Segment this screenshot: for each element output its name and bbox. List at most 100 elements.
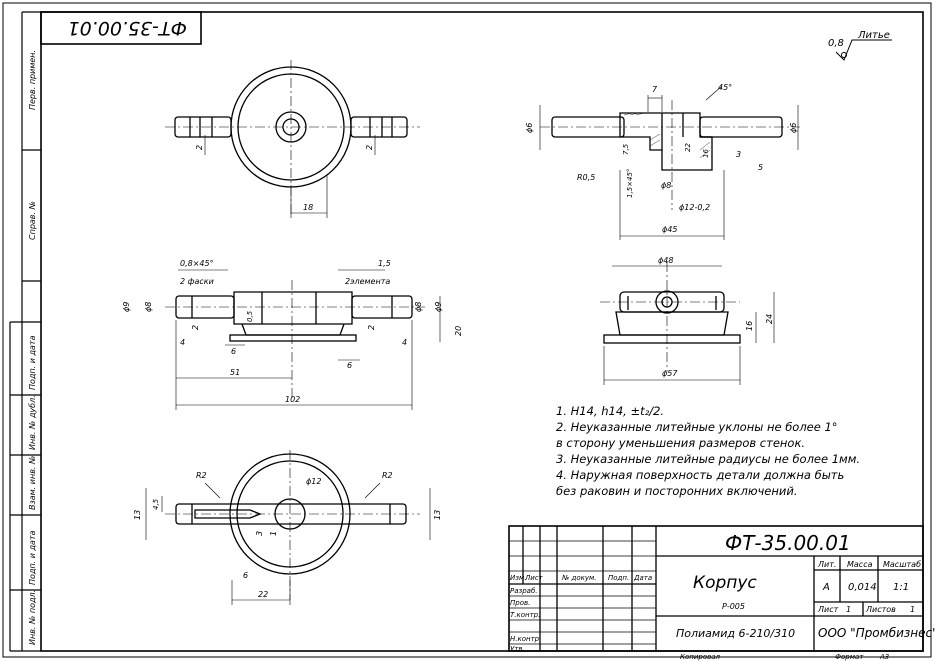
sec-d6l: ϕ6 — [525, 123, 534, 133]
fr-ch-note: 2 фаски — [180, 277, 214, 286]
fr-d2r: 2 — [367, 325, 376, 330]
side-label-perv: Перв. примен. — [28, 50, 37, 110]
tb-code: Р-005 — [722, 602, 745, 611]
sec-r05: R0,5 — [577, 173, 595, 182]
tb-col-date: Дата — [633, 574, 652, 582]
note-line: 2. Неуказанные литейные уклоны не более … — [556, 420, 838, 434]
tb-sheet-label: Лист — [817, 605, 839, 614]
side-label-sprav: Справ. № — [28, 201, 37, 240]
sec-d6r: ϕ6 — [789, 123, 798, 133]
inner-frame — [40, 11, 924, 652]
tb-sheet-value: 1 — [846, 605, 851, 614]
fr-d8r: ϕ8 — [414, 302, 423, 312]
bv-d6: 6 — [243, 571, 248, 580]
bv-d22: 22 — [258, 590, 268, 599]
sec-d45: ϕ45 — [662, 225, 677, 234]
fr-d51: 51 — [230, 368, 240, 377]
tb-col-list: Лист — [524, 574, 544, 582]
tb-row-nkontr: Н.контр. — [510, 635, 541, 643]
tv-d2b: 2 — [365, 145, 374, 150]
fr-d9l: ϕ9 — [122, 302, 131, 312]
fr-d05: 0,5 — [246, 310, 254, 322]
bv-d45: 4,5 — [152, 498, 160, 510]
note-line: 1. H14, h14, ±t₂/2. — [556, 404, 665, 418]
bv-r2l: R2 — [196, 471, 207, 480]
tb-format-value: А3 — [879, 653, 889, 661]
bv-d3: 3 — [255, 531, 264, 536]
fr-d8l: ϕ8 — [144, 302, 153, 312]
tb-lit-value: А — [822, 582, 830, 593]
fr-d2l: 2 — [191, 325, 200, 330]
sec-d75: 7,5 — [622, 143, 630, 155]
tb-company: ООО "Промбизнес" — [818, 626, 935, 640]
tb-row-tkontr: Т.контр. — [510, 611, 540, 619]
tb-format: Формат — [835, 653, 864, 661]
tb-row-utv: Утв. — [510, 645, 525, 653]
note-line: 4. Наружная поверхность детали должна бы… — [556, 468, 845, 482]
fr-ch: 0,8×45° — [180, 259, 214, 268]
sec-d8: ϕ8 — [661, 181, 671, 190]
fr-d4r: 4 — [402, 338, 407, 347]
fr-d15: 1,5 — [378, 259, 391, 268]
sec-d16: 16 — [702, 149, 710, 158]
fr-el: 2элемента — [345, 277, 390, 286]
tb-mass-label: Масса — [847, 560, 873, 569]
tv-d2a: 2 — [195, 145, 204, 150]
technical-notes: 1. H14, h14, ±t₂/2. 2. Неуказанные литей… — [556, 403, 860, 499]
sec-d5: 5 — [758, 163, 763, 172]
top-stamp: ФТ-35.00.01 — [68, 17, 187, 39]
tb-sheets-label: Листов — [865, 605, 896, 614]
note-line: в сторону уменьшения размеров стенок. — [556, 436, 806, 450]
tb-scale-label: Масштаб — [883, 560, 921, 569]
bv-d13l: 13 — [133, 510, 142, 520]
tb-sheets-value: 1 — [910, 605, 915, 614]
bv-r2r: R2 — [382, 471, 393, 480]
top-stamp-box — [40, 11, 202, 45]
fr-d4l: 4 — [180, 338, 185, 347]
sec-d22: 22 — [684, 143, 692, 152]
sec-d45deg: 45° — [718, 83, 732, 92]
sv-d24: 24 — [765, 314, 774, 324]
bv-d13r: 13 — [433, 510, 442, 520]
bv-d1: 1 — [269, 531, 278, 536]
tb-lit-label: Лит. — [817, 560, 836, 569]
side-label-podp2: Подп. и дата — [28, 530, 37, 585]
note-line: без раковин и посторонних включений. — [556, 484, 798, 498]
sv-d48: ϕ48 — [658, 256, 673, 265]
tv-d18: 18 — [303, 203, 313, 212]
tb-col-doc: № докум. — [561, 574, 597, 582]
tb-col-izm: Изм. — [510, 574, 526, 582]
fr-d6a: 6 — [231, 347, 236, 356]
tb-mass-value: 0,014 — [848, 582, 877, 593]
tb-scale-value: 1:1 — [893, 582, 909, 593]
sec-d7: 7 — [652, 85, 658, 94]
tb-material: Полиамид 6-210/310 — [676, 627, 795, 640]
fr-d102: 102 — [285, 395, 300, 404]
tb-row-razrab: Разраб. — [510, 587, 538, 595]
side-label-podp1: Подп. и дата — [28, 335, 37, 390]
roughness-value: 0,8 — [828, 38, 844, 49]
tb-col-podp: Подп. — [608, 574, 629, 582]
roughness-note: Литье — [857, 30, 890, 41]
tb-copied: Копировал — [680, 653, 721, 661]
side-label-inv-dubl: Инв. № дубл. — [28, 395, 37, 450]
bv-d12: ϕ12 — [306, 477, 321, 486]
side-strip — [9, 11, 41, 652]
side-label-inv-podl: Инв. № подл. — [28, 590, 37, 645]
sv-d57: ϕ57 — [662, 369, 678, 378]
roughness-mark — [835, 39, 892, 61]
fr-d20: 20 — [454, 326, 463, 336]
title-block — [508, 525, 924, 652]
sec-d3: 3 — [736, 150, 741, 159]
fr-d6b: 6 — [347, 361, 352, 370]
sv-d16: 16 — [745, 321, 754, 331]
sec-c15: 1,5×45° — [626, 169, 634, 198]
tb-designation: ФТ-35.00.01 — [725, 531, 851, 555]
note-line: 3. Неуказанные литейные радиусы не более… — [556, 452, 861, 466]
sec-d12: ϕ12-0,2 — [679, 203, 710, 212]
side-label-vzam: Взам. инв. № — [28, 456, 37, 510]
tb-row-prov: Пров. — [510, 599, 530, 607]
tb-name: Корпус — [693, 573, 757, 593]
